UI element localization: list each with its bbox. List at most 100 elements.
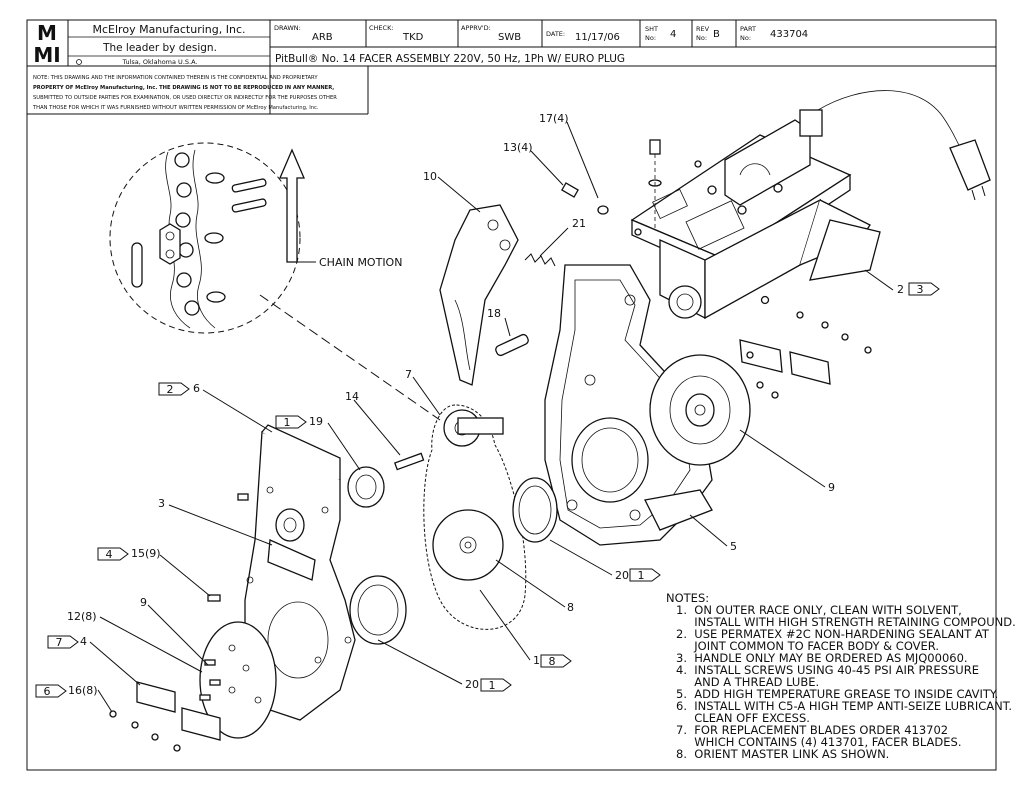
note-line: 3. HANDLE ONLY MAY BE ORDERED AS MJQ0006… xyxy=(676,651,968,665)
note-line: 2. USE PERMATEX #2C NON-HARDENING SEALAN… xyxy=(676,627,990,641)
note-line: AND A THREAD LUBE. xyxy=(676,675,819,689)
company-tagline: The leader by design. xyxy=(102,42,217,54)
blade-disc-9-lower xyxy=(199,621,277,739)
note-line: CLEAN OFF EXCESS. xyxy=(676,711,810,725)
chain-motion-label: CHAIN MOTION xyxy=(319,256,402,269)
date-value: 11/17/06 xyxy=(575,32,620,43)
callout-7: 7 xyxy=(405,368,412,381)
facer-housing-5 xyxy=(544,264,713,546)
note-flag-1-8: 8 xyxy=(540,654,572,668)
date-label: DATE: xyxy=(546,30,565,38)
disclaimer-line-2: PROPERTY OF McElroy Manufacturing, Inc. … xyxy=(33,85,334,91)
sheet-border xyxy=(26,19,997,771)
screw-17 xyxy=(597,139,662,230)
note-flag-6: 2 xyxy=(158,382,190,396)
check-label: CHECK: xyxy=(369,24,394,32)
callout-9-lower: 9 xyxy=(140,596,147,609)
drawn-value: ARB xyxy=(312,32,333,43)
callout-6: 6 xyxy=(193,382,200,395)
pin-18 xyxy=(495,333,529,357)
callout-18: 18 xyxy=(487,307,501,320)
callout-3: 3 xyxy=(158,497,165,510)
callout-15: 15(9) xyxy=(131,547,161,560)
cover-6 xyxy=(244,424,356,721)
registered-mark-icon xyxy=(76,59,82,65)
callout-14: 14 xyxy=(345,390,359,403)
note-line: 5. ADD HIGH TEMPERATURE GREASE TO INSIDE… xyxy=(676,687,998,701)
chain-detail-view xyxy=(109,142,301,334)
note-flag-20-lower: 1 xyxy=(480,678,512,692)
notes-block: NOTES: 1. ON OUTER RACE ONLY, CLEAN WITH… xyxy=(666,591,1016,761)
svg-text:6: 6 xyxy=(44,685,51,698)
sheet-label-1: SHT xyxy=(645,25,658,33)
handle-10 xyxy=(439,204,519,386)
svg-text:4: 4 xyxy=(106,548,113,561)
motor-assembly xyxy=(630,90,991,320)
callout-8: 8 xyxy=(567,601,574,614)
part-label-1: PART xyxy=(740,25,756,33)
note-flag-16: 6 xyxy=(35,684,67,698)
mmi-logo: M MI xyxy=(30,21,66,67)
svg-text:MI: MI xyxy=(33,43,60,67)
callout-9-upper: 9 xyxy=(828,481,835,494)
screw-13 xyxy=(561,182,579,198)
rev-label-1: REV xyxy=(696,25,710,33)
chain-drive-7 xyxy=(423,404,527,630)
svg-text:1: 1 xyxy=(284,416,291,429)
note-line: INSTALL WITH HIGH STRENGTH RETAINING COM… xyxy=(676,615,1016,629)
sheet-label-2: No: xyxy=(645,34,656,42)
note-flag-2-3: 3 xyxy=(908,282,940,296)
note-line: 6. INSTALL WITH C5-A HIGH TEMP ANTI-SEIZ… xyxy=(676,699,1012,713)
note-line: WHICH CONTAINS (4) 413701, FACER BLADES. xyxy=(676,735,961,749)
note-line: JOINT COMMON TO FACER BODY & COVER. xyxy=(676,639,939,653)
callout-10: 10 xyxy=(423,170,437,183)
note-line: 7. FOR REPLACEMENT BLADES ORDER 413702 xyxy=(676,723,948,737)
note-flag-15: 4 xyxy=(97,547,129,561)
apprvd-label: APPRV'D: xyxy=(461,24,491,32)
title-block: M MI McElroy Manufacturing, Inc. The lea… xyxy=(27,20,996,115)
drawn-label: DRAWN: xyxy=(274,24,301,32)
callout-12: 12(8) xyxy=(67,610,97,623)
blade-disc-9 xyxy=(649,354,751,466)
apprvd-value: SWB xyxy=(498,32,521,43)
svg-text:2: 2 xyxy=(167,383,174,396)
callout-21: 21 xyxy=(572,217,586,230)
disclaimer-line-4: THAN THOSE FOR WHICH IT WAS FURNISHED WI… xyxy=(32,105,319,111)
svg-text:3: 3 xyxy=(917,283,924,296)
svg-text:M: M xyxy=(37,21,57,45)
company-location: Tulsa, Oklahoma U.S.A. xyxy=(122,58,198,66)
bearing-19 xyxy=(347,466,385,508)
sheet-value: 4 xyxy=(670,29,676,40)
screw-3 xyxy=(237,493,249,501)
part-number: 433704 xyxy=(770,29,808,40)
rev-value: B xyxy=(713,29,720,40)
screw-15 xyxy=(207,594,221,602)
svg-text:1: 1 xyxy=(638,569,645,582)
callout-19: 19 xyxy=(309,415,323,428)
callout-1: 1 xyxy=(533,654,540,667)
spring-21 xyxy=(524,253,556,267)
note-flag-20-upper: 1 xyxy=(629,568,661,582)
rev-label-2: No: xyxy=(696,34,707,42)
blade-plates-left xyxy=(109,681,221,752)
callout-2: 2 xyxy=(897,283,904,296)
callout-17: 17(4) xyxy=(539,112,569,125)
callout-20-upper: 20 xyxy=(615,569,629,582)
bearing-20-lower xyxy=(349,575,407,645)
blade-plates-right xyxy=(739,311,872,399)
callout-16: 16(8) xyxy=(68,684,98,697)
note-line: 8. ORIENT MASTER LINK AS SHOWN. xyxy=(676,747,889,761)
bolt-14 xyxy=(393,452,425,471)
callout-20-lower: 20 xyxy=(465,678,479,691)
svg-text:7: 7 xyxy=(56,636,63,649)
part-label-2: No: xyxy=(740,34,751,42)
svg-text:8: 8 xyxy=(549,655,556,668)
note-flag-4: 7 xyxy=(47,635,79,649)
disclaimer-line-1: NOTE: THIS DRAWING AND THE INFORMATION C… xyxy=(33,75,318,81)
sprocket-8 xyxy=(432,509,504,581)
company-name: McElroy Manufacturing, Inc. xyxy=(93,23,246,36)
notes-heading: NOTES: xyxy=(666,591,709,605)
disclaimer-line-3: SUBMITTED TO OUTSIDE PARTIES FOR EXAMINA… xyxy=(33,95,337,101)
note-line: 1. ON OUTER RACE ONLY, CLEAN WITH SOLVEN… xyxy=(676,603,962,617)
